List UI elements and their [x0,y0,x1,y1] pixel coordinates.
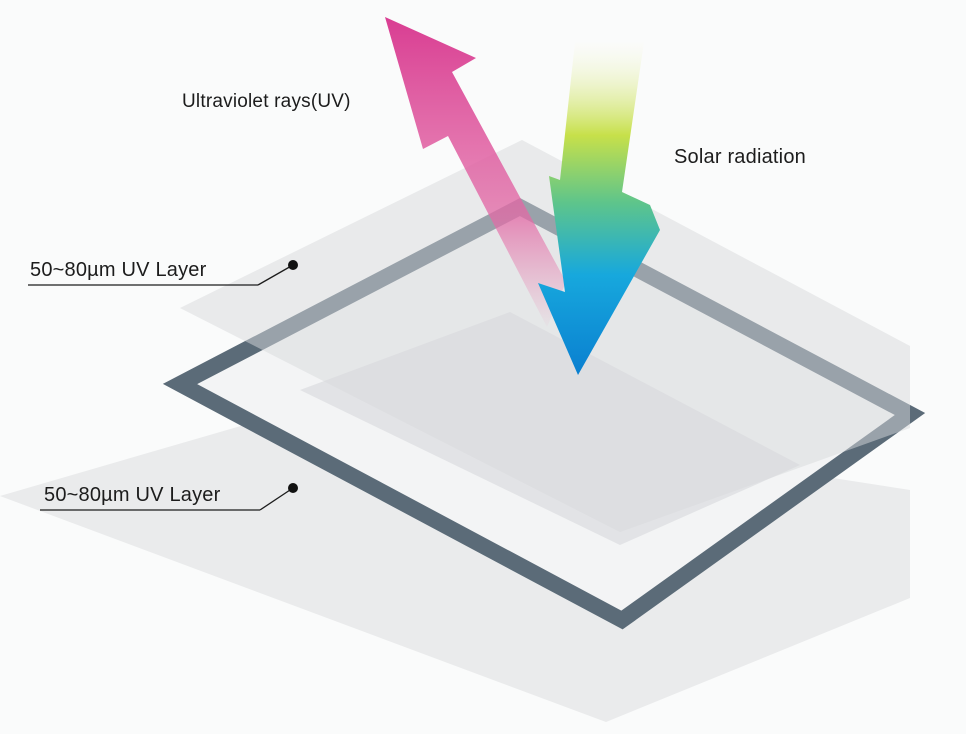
uv-ray-arrow-icon [385,17,566,327]
uv-rays-label: Ultraviolet rays(UV) [182,91,351,112]
bottom-layer-leader [40,483,298,511]
top-layer-leader [28,260,298,286]
top-uv-layer-sheet [180,140,910,532]
top-uv-layer-label: 50~80µm UV Layer [30,259,207,281]
solar-radiation-label: Solar radiation [674,146,806,168]
bottom-uv-layer-label: 50~80µm UV Layer [44,484,221,506]
solar-radiation-arrow-icon [538,42,660,375]
